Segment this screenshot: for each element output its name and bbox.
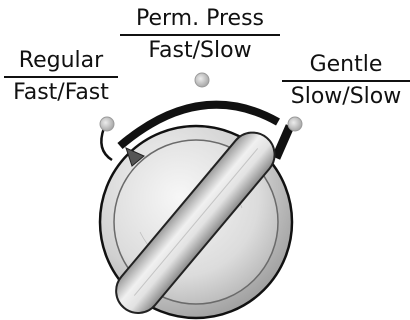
setting-label-gentle: Gentle Slow/Slow [282, 52, 410, 110]
dot-icon [99, 116, 115, 132]
setting-speed-regular: Fast/Fast [13, 80, 109, 105]
dial-handle[interactable] [107, 124, 283, 320]
setting-speed-perm-press: Fast/Slow [148, 38, 252, 63]
dial-arc-right-end [271, 124, 295, 160]
dial-arc-track [117, 100, 280, 150]
dot-icon [287, 116, 303, 132]
setting-name-regular: Regular [4, 48, 118, 78]
setting-label-perm-press: Perm. Press Fast/Slow [120, 6, 280, 64]
dial-arc-left-end [100, 127, 113, 162]
triangle-pointer-icon [125, 147, 145, 167]
setting-speed-gentle: Slow/Slow [290, 84, 402, 109]
setting-label-regular: Regular Fast/Fast [4, 48, 118, 106]
dot-icon [194, 72, 210, 88]
setting-name-gentle: Gentle [282, 52, 410, 82]
setting-name-perm-press: Perm. Press [120, 6, 280, 36]
